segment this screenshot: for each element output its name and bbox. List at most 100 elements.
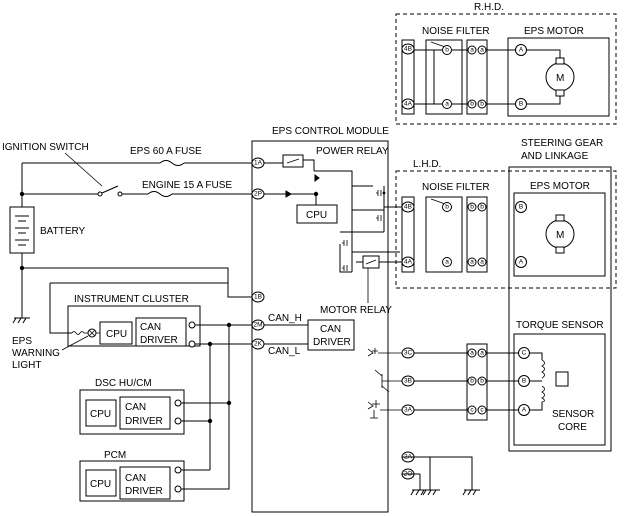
pcm-can-l-terminal: [174, 485, 182, 493]
dsc-cpu-label: CPU: [90, 409, 111, 420]
fet-icon-4: [342, 265, 348, 271]
can-h-label: CAN_H: [268, 313, 302, 324]
warning-light-resistor: [71, 331, 100, 335]
svg-text:B: B: [522, 378, 526, 385]
torque-coil-leads: [530, 352, 543, 411]
pin-4a: 4A: [401, 256, 415, 268]
ignition-switch-pointer: [64, 152, 103, 187]
dsc-can-h-terminal: [174, 399, 182, 407]
svg-text:c: c: [470, 407, 474, 414]
rhd-wire-top: [414, 49, 561, 58]
svg-text:a: a: [480, 259, 484, 266]
pcm-cpu-label: CPU: [90, 479, 111, 490]
svg-text:b: b: [480, 378, 484, 385]
module-main-bus: [314, 170, 373, 187]
rhd-conn-a-pair: a a: [467, 45, 487, 55]
lhd-motor-terminal-a: A: [515, 256, 527, 268]
svg-text:a: a: [445, 259, 449, 266]
svg-text:3B: 3B: [404, 378, 412, 385]
steering-gear-outline: [508, 166, 612, 452]
rhd-nf-terminal-b: b: [442, 45, 452, 55]
ic-can-h-terminal: [188, 321, 196, 329]
sensor-input-3c-icon: [367, 348, 402, 357]
svg-text:b: b: [470, 101, 474, 108]
pcm-driver-label: DRIVER: [125, 486, 163, 497]
instrument-cluster-can-label: CAN: [140, 322, 161, 333]
ic-can-l-terminal: [188, 340, 196, 348]
pin-2m: 2M: [251, 319, 265, 331]
lhd-noise-filter-label: NOISE FILTER: [422, 182, 490, 193]
motor-relay-label: MOTOR RELAY: [320, 305, 392, 316]
lhd-conn-b-pair: b b: [467, 202, 487, 212]
svg-text:b: b: [480, 101, 484, 108]
pcm-label: PCM: [104, 450, 126, 461]
eps-warning-light-label1: EPS: [12, 336, 32, 347]
torque-sensor-label: TORQUE SENSOR: [516, 320, 604, 331]
ignition-switch-label: IGNITION SWITCH: [2, 142, 89, 153]
module-can-driver-label2: DRIVER: [313, 337, 351, 348]
dsc-driver-label: DRIVER: [125, 416, 163, 427]
battery-symbol: [9, 206, 35, 254]
dsc-cpu-box: [85, 399, 117, 427]
fet-icon-1: [376, 190, 386, 196]
rhd-wire-bottom: [414, 96, 561, 105]
pin-3a: 3A: [401, 404, 415, 416]
svg-text:A: A: [522, 407, 527, 414]
sensor-core-symbol: [555, 371, 569, 387]
pin-1a: 1A: [251, 157, 265, 169]
junction-dot: [313, 191, 319, 197]
torque-conn-c-pair: c c: [467, 405, 487, 415]
motor-relay-contact: [365, 259, 377, 265]
svg-text:a: a: [470, 47, 474, 54]
svg-text:a: a: [480, 47, 484, 54]
power-relay-wires: [264, 159, 315, 171]
pin-1b: 1B: [251, 291, 265, 303]
pcm-can-driver-box: [119, 466, 171, 500]
sensor-core-label1: SENSOR: [552, 409, 594, 420]
svg-text:c: c: [480, 407, 484, 414]
junction-dot: [226, 322, 232, 328]
torque-sensor-wires: [414, 352, 518, 411]
rhd-connector-block: [466, 39, 488, 115]
lhd-motor-icon: M: [545, 214, 575, 254]
rhd-motor-terminal-b: B: [515, 98, 527, 110]
motor-bridge-wires: [351, 186, 400, 272]
svg-text:a: a: [445, 101, 449, 108]
pcm-cpu-box: [85, 469, 117, 497]
svg-text:4B: 4B: [404, 204, 412, 211]
lhd-eps-motor-label: EPS MOTOR: [530, 181, 590, 192]
can-bus-trunk: [209, 325, 230, 470]
can-bus-ic-link: [195, 324, 252, 345]
svg-text:A: A: [519, 47, 524, 54]
dsc-can-wires: [181, 402, 229, 422]
torque-coil-icon: [541, 359, 545, 403]
lhd-connector-block: [466, 196, 488, 273]
svg-text:2M: 2M: [253, 322, 262, 329]
rhd-noise-filter-label: NOISE FILTER: [422, 26, 490, 37]
svg-text:A: A: [519, 259, 524, 266]
svg-text:b: b: [470, 378, 474, 385]
pcm-can-h-terminal: [174, 466, 182, 474]
fet-icon-2: [376, 215, 382, 221]
battery-label: BATTERY: [40, 226, 86, 237]
svg-text:4B: 4B: [404, 46, 412, 53]
instrument-cluster-label: INSTRUMENT CLUSTER: [74, 294, 189, 305]
dsc-can-driver-box: [119, 396, 171, 430]
dsc-label: DSC HU/CM: [95, 378, 152, 389]
eps-control-module-label: EPS CONTROL MODULE: [272, 126, 389, 137]
svg-text:b: b: [480, 204, 484, 211]
module-can-driver-box: [307, 319, 355, 351]
svg-text:C: C: [522, 350, 527, 357]
torque-conn-b-pair: b b: [467, 376, 487, 386]
lhd-label: L.H.D.: [413, 159, 441, 170]
torque-terminal-c: C: [518, 347, 530, 359]
pin-3b: 3B: [401, 375, 415, 387]
motor-bridge-legs: [339, 186, 402, 273]
engine-fuse-label: ENGINE 15 A FUSE: [142, 180, 232, 191]
torque-conn-a-pair: a a: [467, 348, 487, 358]
module-cpu-box: [296, 204, 338, 224]
pin-2p: 2P: [251, 188, 265, 200]
warning-light-feed: [49, 282, 228, 334]
power-relay-contact: [286, 158, 300, 164]
